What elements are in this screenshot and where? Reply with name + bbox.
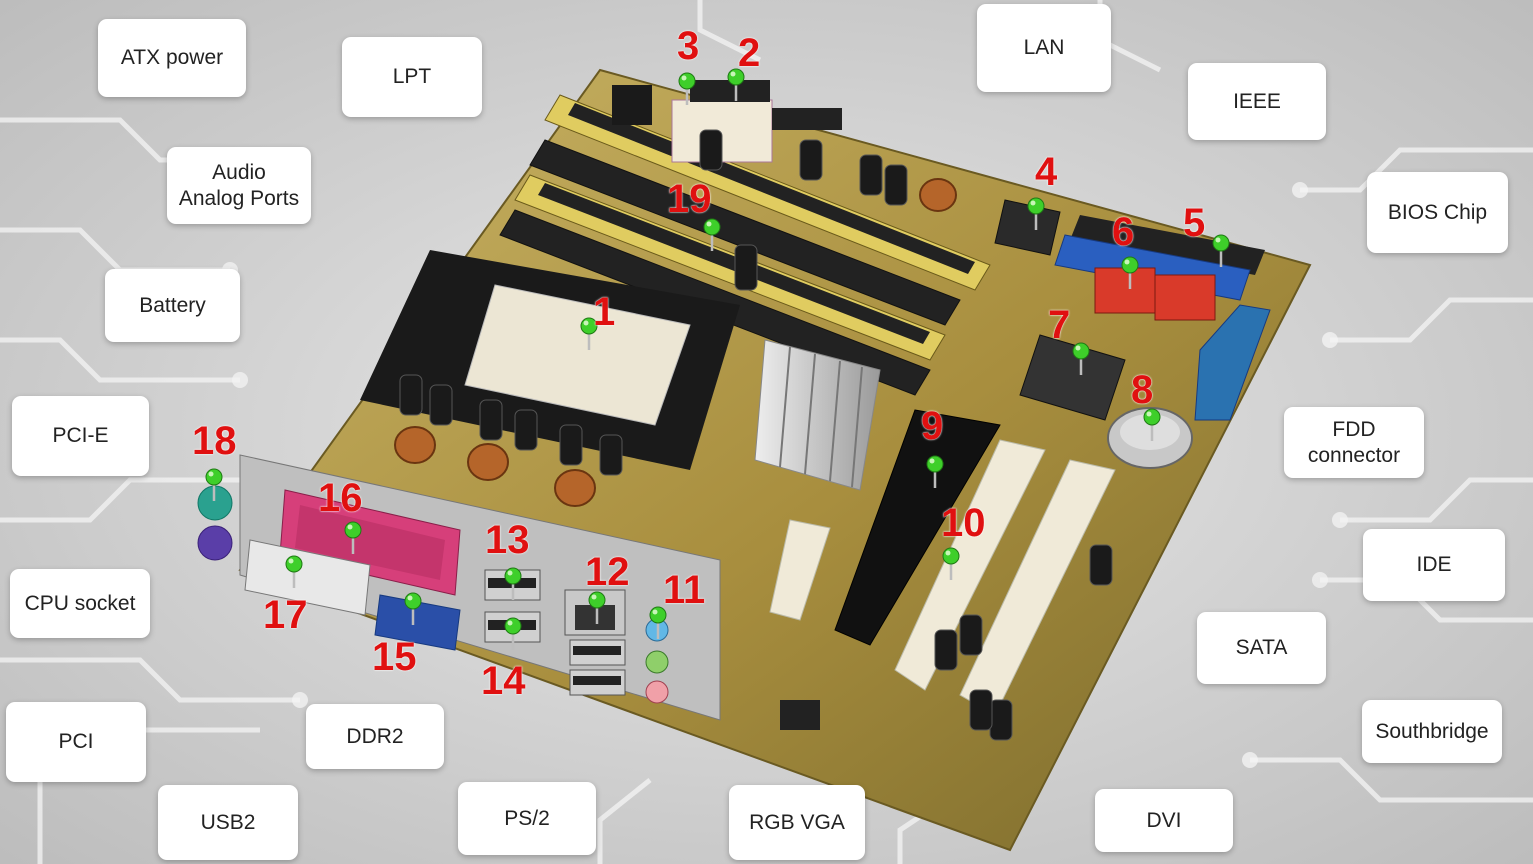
label-text-line2: connector: [1307, 443, 1401, 467]
marker-number-6: 6: [1112, 210, 1135, 254]
marker-number-17: 17: [263, 593, 308, 637]
pin-marker-3: [677, 72, 697, 106]
marker-number-3: 3: [677, 24, 700, 68]
marker-number-19: 19: [667, 177, 712, 221]
pin-marker-12: [587, 591, 607, 625]
marker-number-2: 2: [738, 31, 761, 75]
marker-number-13: 13: [485, 518, 530, 562]
label-ieee[interactable]: IEEE: [1188, 63, 1326, 140]
label-text: ATX power: [120, 46, 224, 70]
pin-marker-6: [1120, 256, 1140, 290]
pin-marker-14: [503, 617, 523, 651]
label-pci[interactable]: PCI: [6, 702, 146, 782]
pin-marker-19: [702, 218, 722, 252]
pin-marker-11: [648, 606, 668, 640]
label-text: DDR2: [346, 724, 404, 748]
marker-number-8: 8: [1131, 368, 1154, 412]
marker-number-7: 7: [1048, 303, 1071, 347]
label-text: IDE: [1416, 553, 1452, 577]
pin-marker-8: [1142, 408, 1162, 442]
label-text: BIOS Chip: [1387, 200, 1488, 224]
pin-marker-13: [503, 567, 523, 601]
label-text-line1: Audio: [212, 161, 266, 185]
pin-marker-15: [403, 592, 423, 626]
marker-number-5: 5: [1183, 201, 1206, 245]
label-text: PCI: [58, 730, 94, 754]
pin-marker-16: [343, 521, 363, 555]
marker-number-14: 14: [481, 659, 526, 703]
pin-marker-18: [204, 468, 224, 502]
label-text: Southbridge: [1375, 719, 1489, 743]
label-dvi[interactable]: DVI: [1095, 789, 1233, 852]
label-sata[interactable]: SATA: [1197, 612, 1326, 684]
label-text: CPU socket: [24, 591, 136, 615]
label-text: SATA: [1235, 636, 1288, 660]
label-fdd-connector[interactable]: FDD connector: [1284, 407, 1424, 478]
label-text: LPT: [392, 65, 432, 89]
marker-number-16: 16: [318, 476, 363, 520]
label-rgb-vga[interactable]: RGB VGA: [729, 785, 865, 860]
label-bios-chip[interactable]: BIOS Chip: [1367, 172, 1508, 253]
label-cpu-socket[interactable]: CPU socket: [10, 569, 150, 638]
label-pci-e[interactable]: PCI-E: [12, 396, 149, 476]
pin-marker-9: [925, 455, 945, 489]
pin-marker-17: [284, 555, 304, 589]
label-text: RGB VGA: [749, 810, 845, 834]
label-audio-analog-ports[interactable]: Audio Analog Ports: [167, 147, 311, 224]
label-text: PCI-E: [52, 424, 109, 448]
marker-number-9: 9: [921, 404, 944, 448]
label-text-line1: FDD: [1332, 418, 1376, 442]
marker-number-15: 15: [372, 635, 417, 679]
pin-marker-7: [1071, 342, 1091, 376]
label-lpt[interactable]: LPT: [342, 37, 482, 117]
label-text: Battery: [139, 293, 206, 317]
label-atx-power[interactable]: ATX power: [98, 19, 246, 97]
marker-number-10: 10: [941, 501, 986, 545]
marker-number-11: 11: [663, 568, 706, 612]
pin-marker-10: [941, 547, 961, 581]
label-ide[interactable]: IDE: [1363, 529, 1505, 601]
label-southbridge[interactable]: Southbridge: [1362, 700, 1502, 763]
marker-number-4: 4: [1035, 150, 1058, 194]
label-ddr2[interactable]: DDR2: [306, 704, 444, 769]
label-text: PS/2: [504, 806, 550, 830]
label-lan[interactable]: LAN: [977, 4, 1111, 92]
marker-number-18: 18: [192, 419, 237, 463]
marker-number-12: 12: [585, 550, 630, 594]
pin-marker-2: [726, 68, 746, 102]
label-text-line2: Analog Ports: [178, 186, 300, 210]
pin-marker-5: [1211, 234, 1231, 268]
label-usb2[interactable]: USB2: [158, 785, 298, 860]
label-text: USB2: [200, 810, 256, 834]
label-ps2[interactable]: PS/2: [458, 782, 596, 855]
marker-number-1: 1: [593, 290, 616, 334]
label-text: LAN: [1023, 36, 1065, 60]
label-text: DVI: [1146, 808, 1182, 832]
label-text: IEEE: [1233, 89, 1281, 113]
label-battery[interactable]: Battery: [105, 269, 240, 342]
pin-marker-4: [1026, 197, 1046, 231]
pin-marker-1: [579, 317, 599, 351]
